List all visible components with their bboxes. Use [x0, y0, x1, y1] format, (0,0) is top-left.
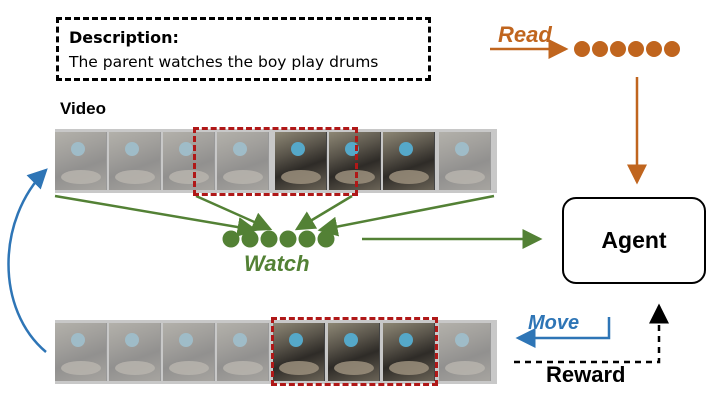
- video-frame: [109, 323, 161, 381]
- loop-back-arrow: [7, 168, 48, 353]
- video-frame: [55, 323, 107, 381]
- video-frame: [383, 323, 435, 381]
- video-frame: [217, 323, 269, 381]
- video-frame: [163, 323, 215, 381]
- watch-arrow-mid-left: [195, 194, 273, 232]
- video-frame: [328, 323, 380, 381]
- watch-label: Watch: [244, 251, 310, 276]
- watch-arrow-right: [317, 194, 495, 237]
- watch-window-highlight: [193, 127, 358, 196]
- video-frame: [439, 132, 491, 190]
- agent-label: Agent: [601, 227, 667, 253]
- move-arrow: [515, 317, 611, 348]
- video-frame: [439, 323, 491, 381]
- video-frame: [273, 323, 325, 381]
- video-strip-bottom: [55, 320, 497, 384]
- move-label: Move: [528, 312, 580, 334]
- description-box: Description: The parent watches the boy …: [56, 17, 431, 81]
- agent-box: Agent: [562, 197, 706, 284]
- moved-window-highlight: [271, 317, 438, 386]
- video-frame: [55, 132, 107, 190]
- description-title: Description:: [69, 28, 179, 47]
- video-frame: [275, 132, 327, 190]
- video-frame: [109, 132, 161, 190]
- video-strip-top: [55, 129, 497, 193]
- reward-label: Reward: [546, 362, 626, 387]
- video-frame: [383, 132, 435, 190]
- watch-arrow-left: [54, 194, 258, 237]
- read-token-dots: [574, 41, 680, 57]
- read-label: Read: [498, 22, 552, 47]
- watch-arrow-mid-right: [294, 194, 353, 231]
- video-frame: [217, 132, 269, 190]
- watch-token-dots: [222, 230, 335, 248]
- video-frame: [163, 132, 215, 190]
- description-text: The parent watches the boy play drums: [69, 53, 379, 71]
- reward-arrow: [514, 303, 669, 364]
- video-label: Video: [60, 99, 106, 118]
